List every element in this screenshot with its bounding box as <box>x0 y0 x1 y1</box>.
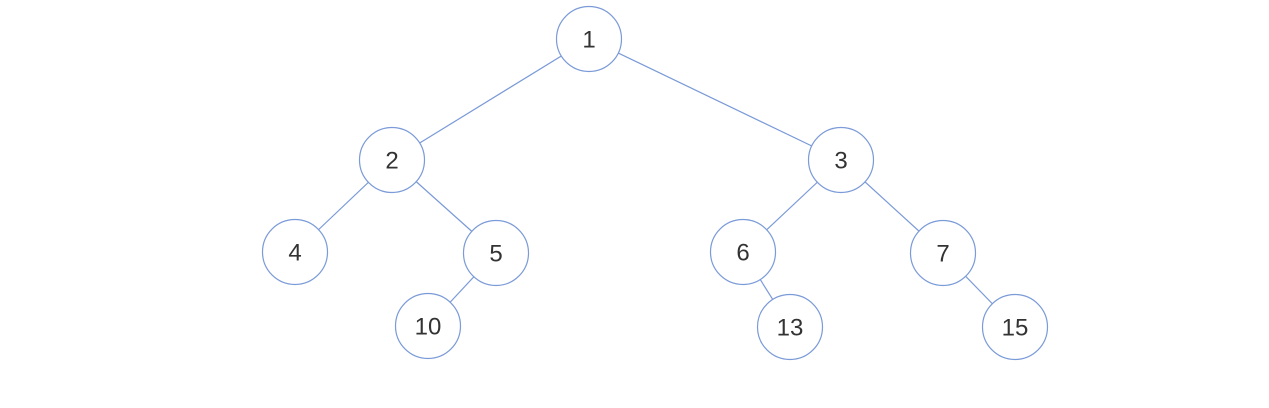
tree-node-13-circle <box>756 293 824 361</box>
tree-node-2-circle <box>358 126 426 194</box>
tree-node-10-circle <box>394 292 462 360</box>
tree-node-13: 13 <box>756 293 824 361</box>
tree-node-4: 4 <box>261 218 329 286</box>
tree-node-15-circle <box>981 293 1049 361</box>
tree-node-6-circle <box>709 218 777 286</box>
tree-node-6: 6 <box>709 218 777 286</box>
tree-node-10: 10 <box>394 292 462 360</box>
tree-edge-1-3 <box>588 38 842 161</box>
tree-nodes: 1 2 3 4 5 6 7 10 13 15 <box>261 5 1049 361</box>
tree-node-2: 2 <box>358 126 426 194</box>
tree-edge-1-2 <box>391 38 590 161</box>
tree-node-3-label: 3 <box>834 148 847 175</box>
tree-node-13-label: 13 <box>777 315 804 342</box>
tree-node-4-circle <box>261 218 329 286</box>
tree-node-2-label: 2 <box>385 148 398 175</box>
tree-node-5: 5 <box>462 219 530 287</box>
tree-node-6-label: 6 <box>736 240 749 267</box>
tree-node-5-label: 5 <box>489 241 502 268</box>
tree-node-1: 1 <box>555 5 623 73</box>
tree-node-1-circle <box>555 5 623 73</box>
tree-node-15-label: 15 <box>1002 315 1029 342</box>
tree-node-3: 3 <box>807 126 875 194</box>
tree-node-5-circle <box>462 219 530 287</box>
tree-node-3-circle <box>807 126 875 194</box>
tree-node-4-label: 4 <box>288 240 301 267</box>
tree-node-15: 15 <box>981 293 1049 361</box>
tree-node-7: 7 <box>909 219 977 287</box>
tree-node-1-label: 1 <box>582 27 595 54</box>
tree-node-7-label: 7 <box>936 241 949 268</box>
tree-node-10-label: 10 <box>415 314 442 341</box>
tree-node-7-circle <box>909 219 977 287</box>
